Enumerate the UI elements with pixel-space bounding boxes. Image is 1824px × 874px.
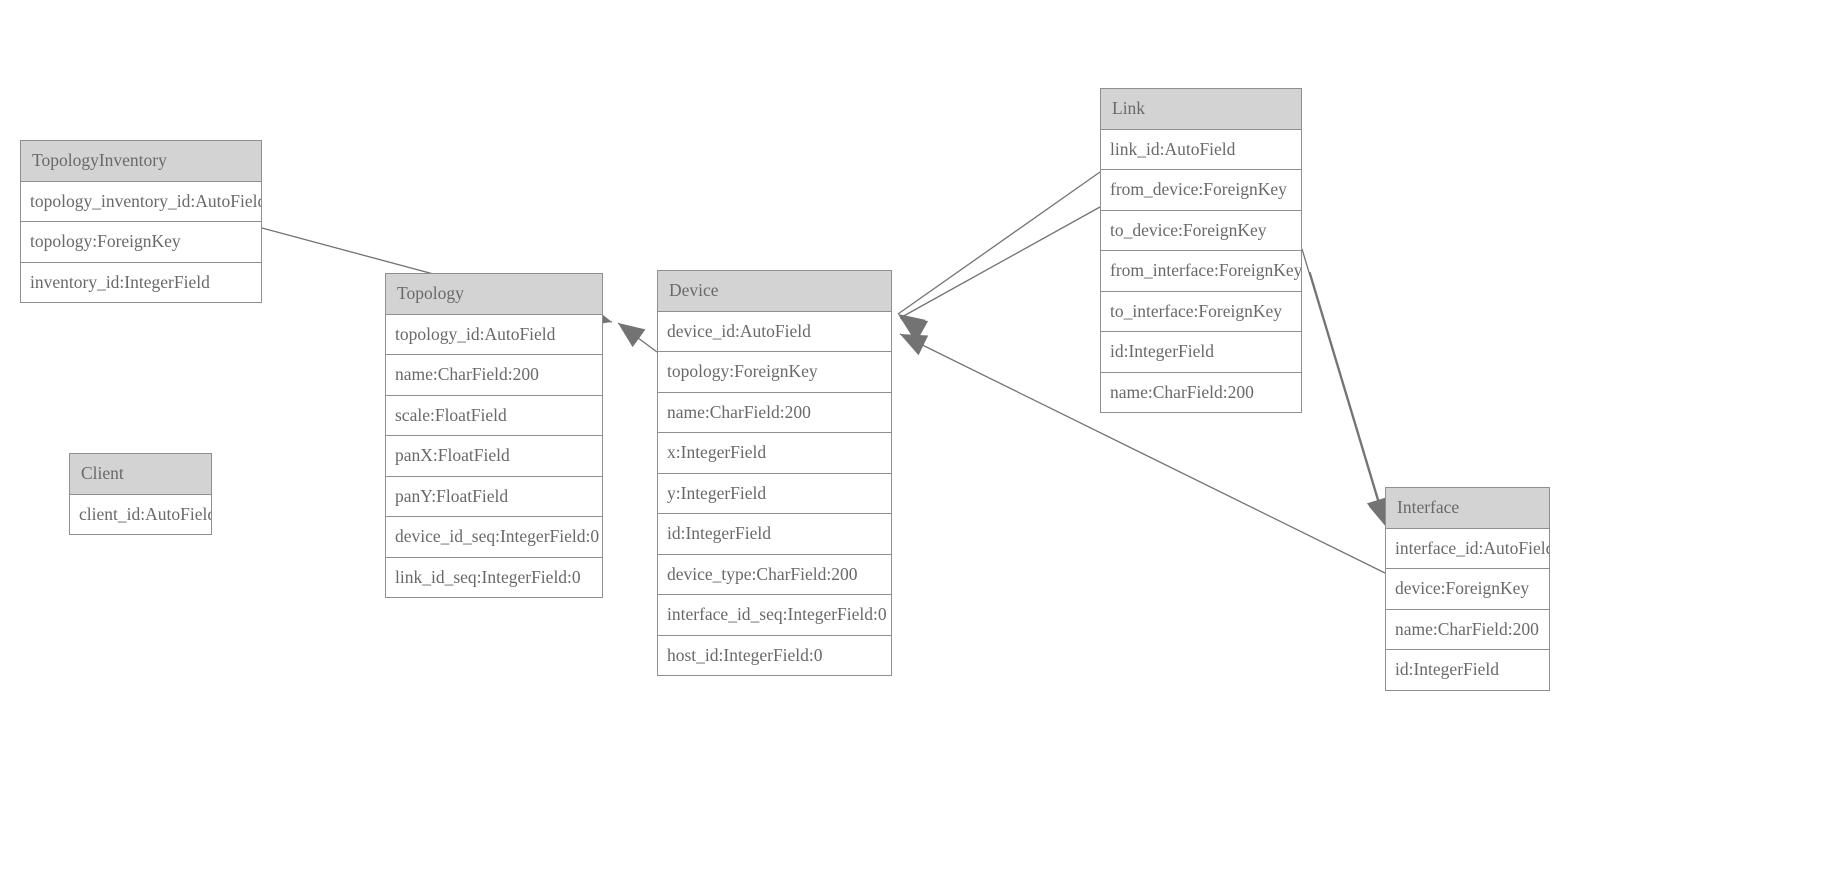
relation-line	[617, 322, 658, 353]
relation-link-from-device	[897, 171, 1101, 338]
entity-field-row[interactable]: name:CharField:200	[386, 355, 602, 396]
entity-field-row[interactable]: from_device:ForeignKey	[1101, 170, 1301, 211]
relation-device-topology	[617, 322, 658, 353]
relation-line	[899, 206, 1101, 319]
entity-field-row[interactable]: topology_id:AutoField	[386, 314, 602, 355]
entity-field-row[interactable]: from_interface:ForeignKey	[1101, 251, 1301, 292]
entity-field-row[interactable]: topology:ForeignKey	[21, 222, 261, 263]
entity-title-device: Device	[658, 271, 891, 312]
entity-field-row[interactable]: name:CharField:200	[1386, 609, 1549, 650]
entity-title-interface: Interface	[1386, 488, 1549, 529]
entity-title-topology: Topology	[386, 274, 602, 315]
entity-field-row[interactable]: interface_id_seq:IntegerField:0	[658, 595, 891, 636]
entity-field-row[interactable]: device_type:CharField:200	[658, 554, 891, 595]
relation-arrowhead	[900, 318, 929, 341]
entity-field-row[interactable]: device_id:AutoField	[658, 311, 891, 352]
entity-field-row[interactable]: y:IntegerField	[658, 473, 891, 514]
entity-title-link: Link	[1101, 89, 1301, 130]
relation-link-to-device	[899, 206, 1101, 341]
entity-title-topology_inventory: TopologyInventory	[21, 141, 261, 182]
entity-field-row[interactable]: topology:ForeignKey	[658, 352, 891, 393]
entity-field-row[interactable]: panX:FloatField	[386, 436, 602, 477]
relation-line	[897, 171, 1101, 315]
entity-field-row[interactable]: name:CharField:200	[658, 392, 891, 433]
entity-field-row[interactable]: interface_id:AutoField	[1386, 528, 1549, 569]
entity-field-row[interactable]: device_id_seq:IntegerField:0	[386, 517, 602, 558]
entity-field-row[interactable]: topology_inventory_id:AutoField	[21, 181, 261, 222]
entity-field-row[interactable]: link_id_seq:IntegerField:0	[386, 557, 602, 597]
entity-field-row[interactable]: x:IntegerField	[658, 433, 891, 474]
entity-field-row[interactable]: id:IntegerField	[1101, 332, 1301, 373]
entity-field-row[interactable]: host_id:IntegerField:0	[658, 635, 891, 675]
entity-field-row[interactable]: to_interface:ForeignKey	[1101, 291, 1301, 332]
entity-field-row[interactable]: id:IntegerField	[658, 514, 891, 555]
entity-field-row[interactable]: to_device:ForeignKey	[1101, 210, 1301, 251]
entity-field-row[interactable]: client_id:AutoField	[70, 494, 211, 534]
entity-field-row[interactable]: link_id:AutoField	[1101, 129, 1301, 170]
entity-field-row[interactable]: name:CharField:200	[1101, 372, 1301, 412]
entity-field-row[interactable]: scale:FloatField	[386, 395, 602, 436]
entity-field-row[interactable]: panY:FloatField	[386, 476, 602, 517]
entity-field-row[interactable]: device:ForeignKey	[1386, 569, 1549, 610]
entity-field-row[interactable]: inventory_id:IntegerField	[21, 262, 261, 302]
relation-arrowhead	[900, 334, 929, 356]
entity-field-row[interactable]: id:IntegerField	[1386, 650, 1549, 690]
relation-link-from-interface	[1301, 248, 1388, 526]
relation-line	[1309, 271, 1388, 529]
relation-arrowhead	[618, 323, 646, 348]
relation-line	[1301, 248, 1386, 526]
entity-title-client: Client	[70, 454, 211, 495]
relation-arrowhead	[898, 314, 926, 338]
